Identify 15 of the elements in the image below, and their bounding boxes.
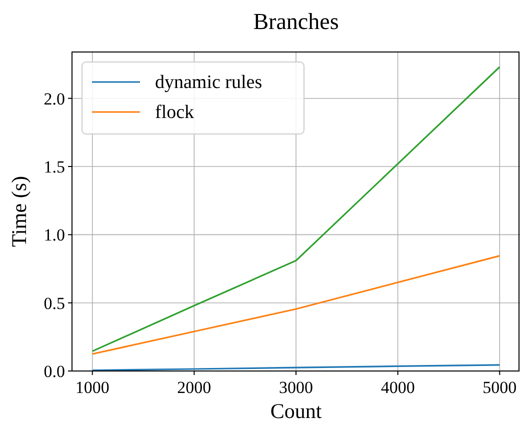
tick-label: 3000 — [279, 378, 313, 397]
tick-label: 0.5 — [44, 294, 65, 313]
tick-label: 0.0 — [44, 362, 65, 381]
tick-label: 4000 — [380, 378, 415, 397]
tick-label: 1000 — [75, 378, 110, 397]
tick-label: 2000 — [177, 378, 212, 397]
chart-title: Branches — [253, 9, 339, 34]
axis-title: Count — [270, 399, 322, 423]
tick-label: 5000 — [482, 378, 517, 397]
axis-title: Time (s) — [7, 176, 31, 247]
legend-label: flock — [155, 102, 194, 123]
tick-label: 1.5 — [44, 158, 65, 177]
legend-label: dynamic rules — [155, 72, 262, 93]
tick-label: 2.0 — [44, 89, 65, 108]
tick-label: 1.0 — [44, 226, 65, 245]
